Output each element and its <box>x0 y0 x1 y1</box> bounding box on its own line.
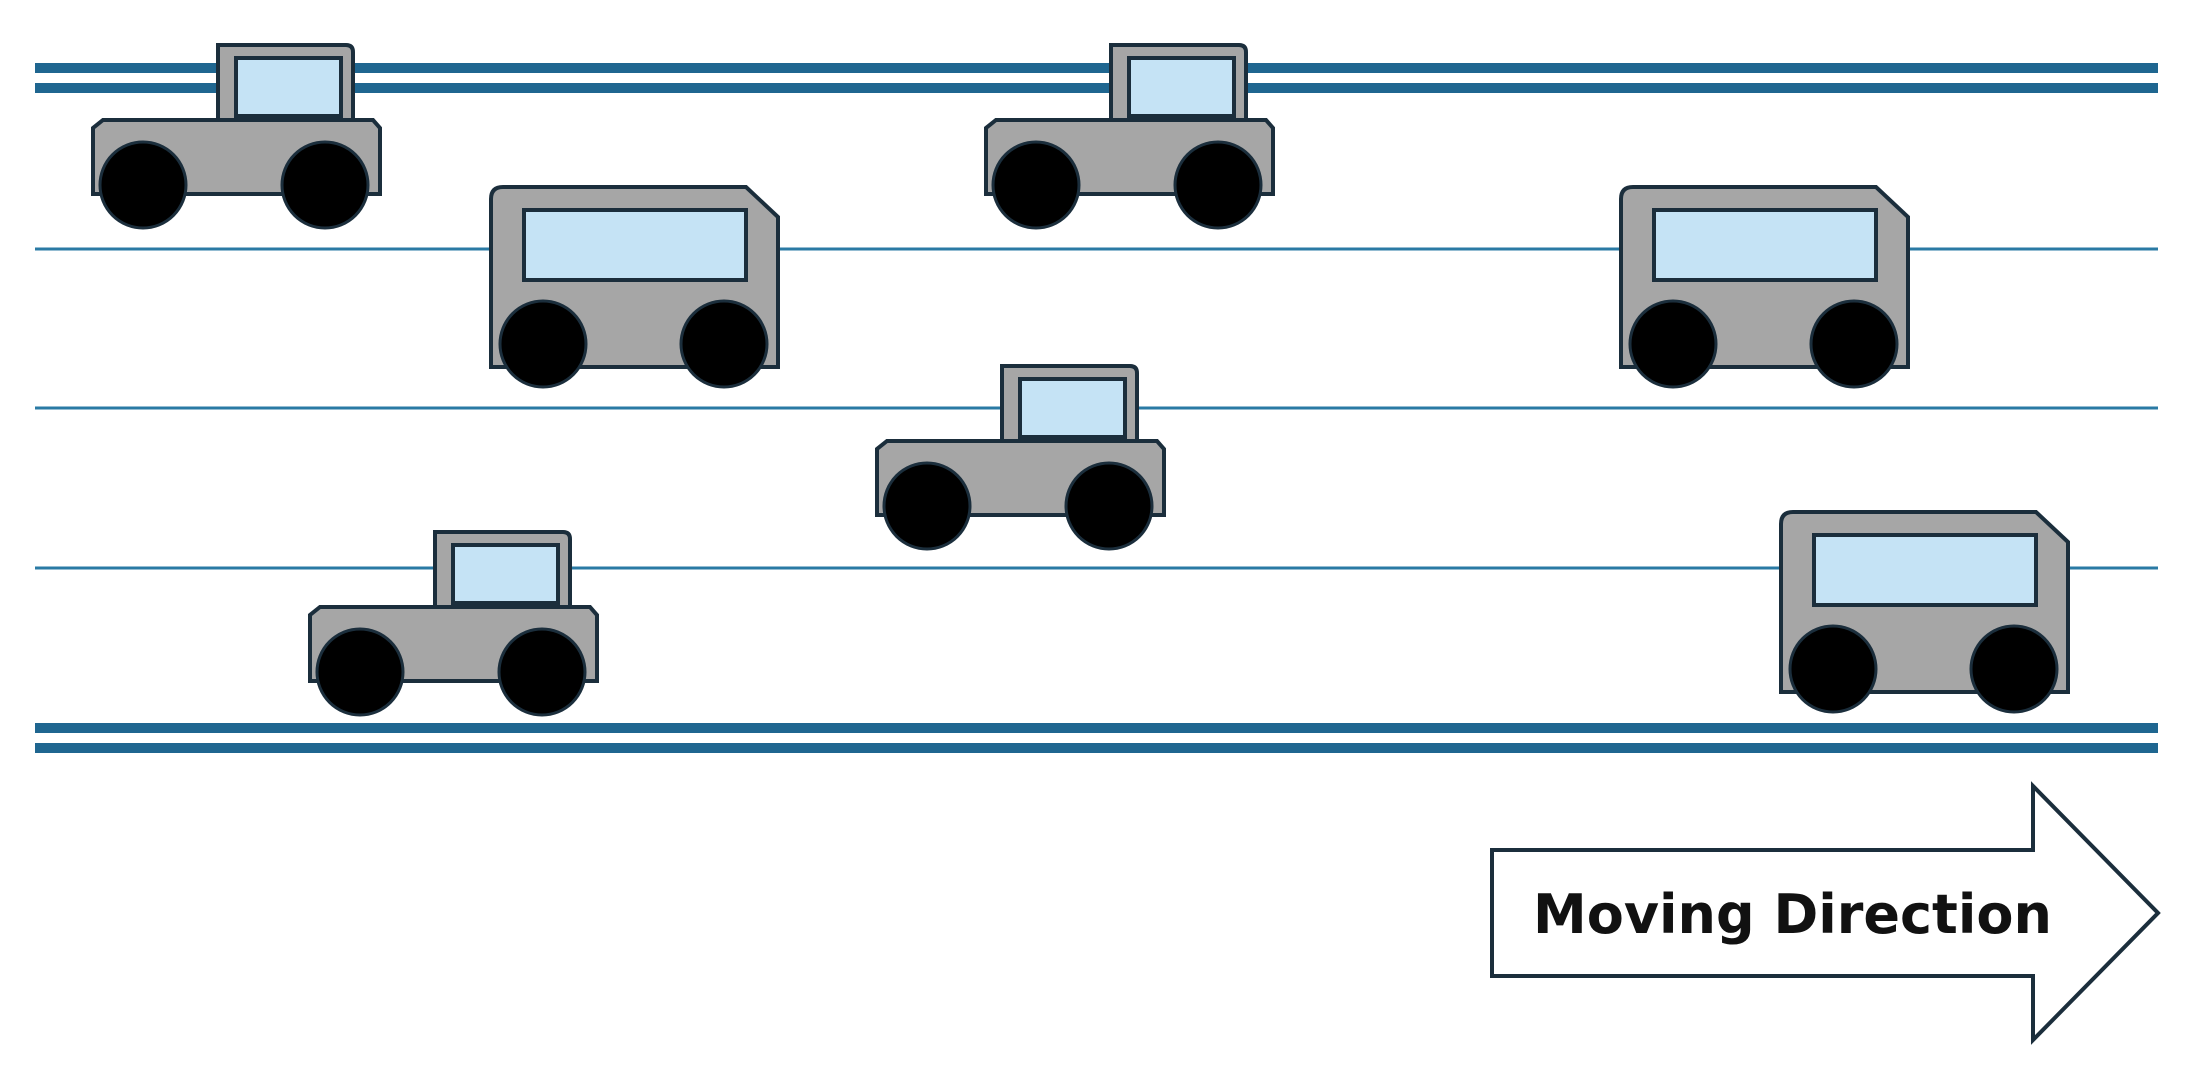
car-icon <box>308 530 599 717</box>
direction-label: Moving Direction <box>1533 883 2052 946</box>
car-icon <box>984 43 1275 230</box>
car-icon <box>875 364 1166 551</box>
car-icon <box>91 43 382 230</box>
road-bottom-border <box>35 723 2158 753</box>
direction-arrow: Moving Direction <box>1490 781 2161 1045</box>
road-top-border <box>35 63 2158 93</box>
bus-icon <box>489 185 780 389</box>
bus-icon <box>1779 510 2070 714</box>
bus-icon <box>1619 185 1910 389</box>
